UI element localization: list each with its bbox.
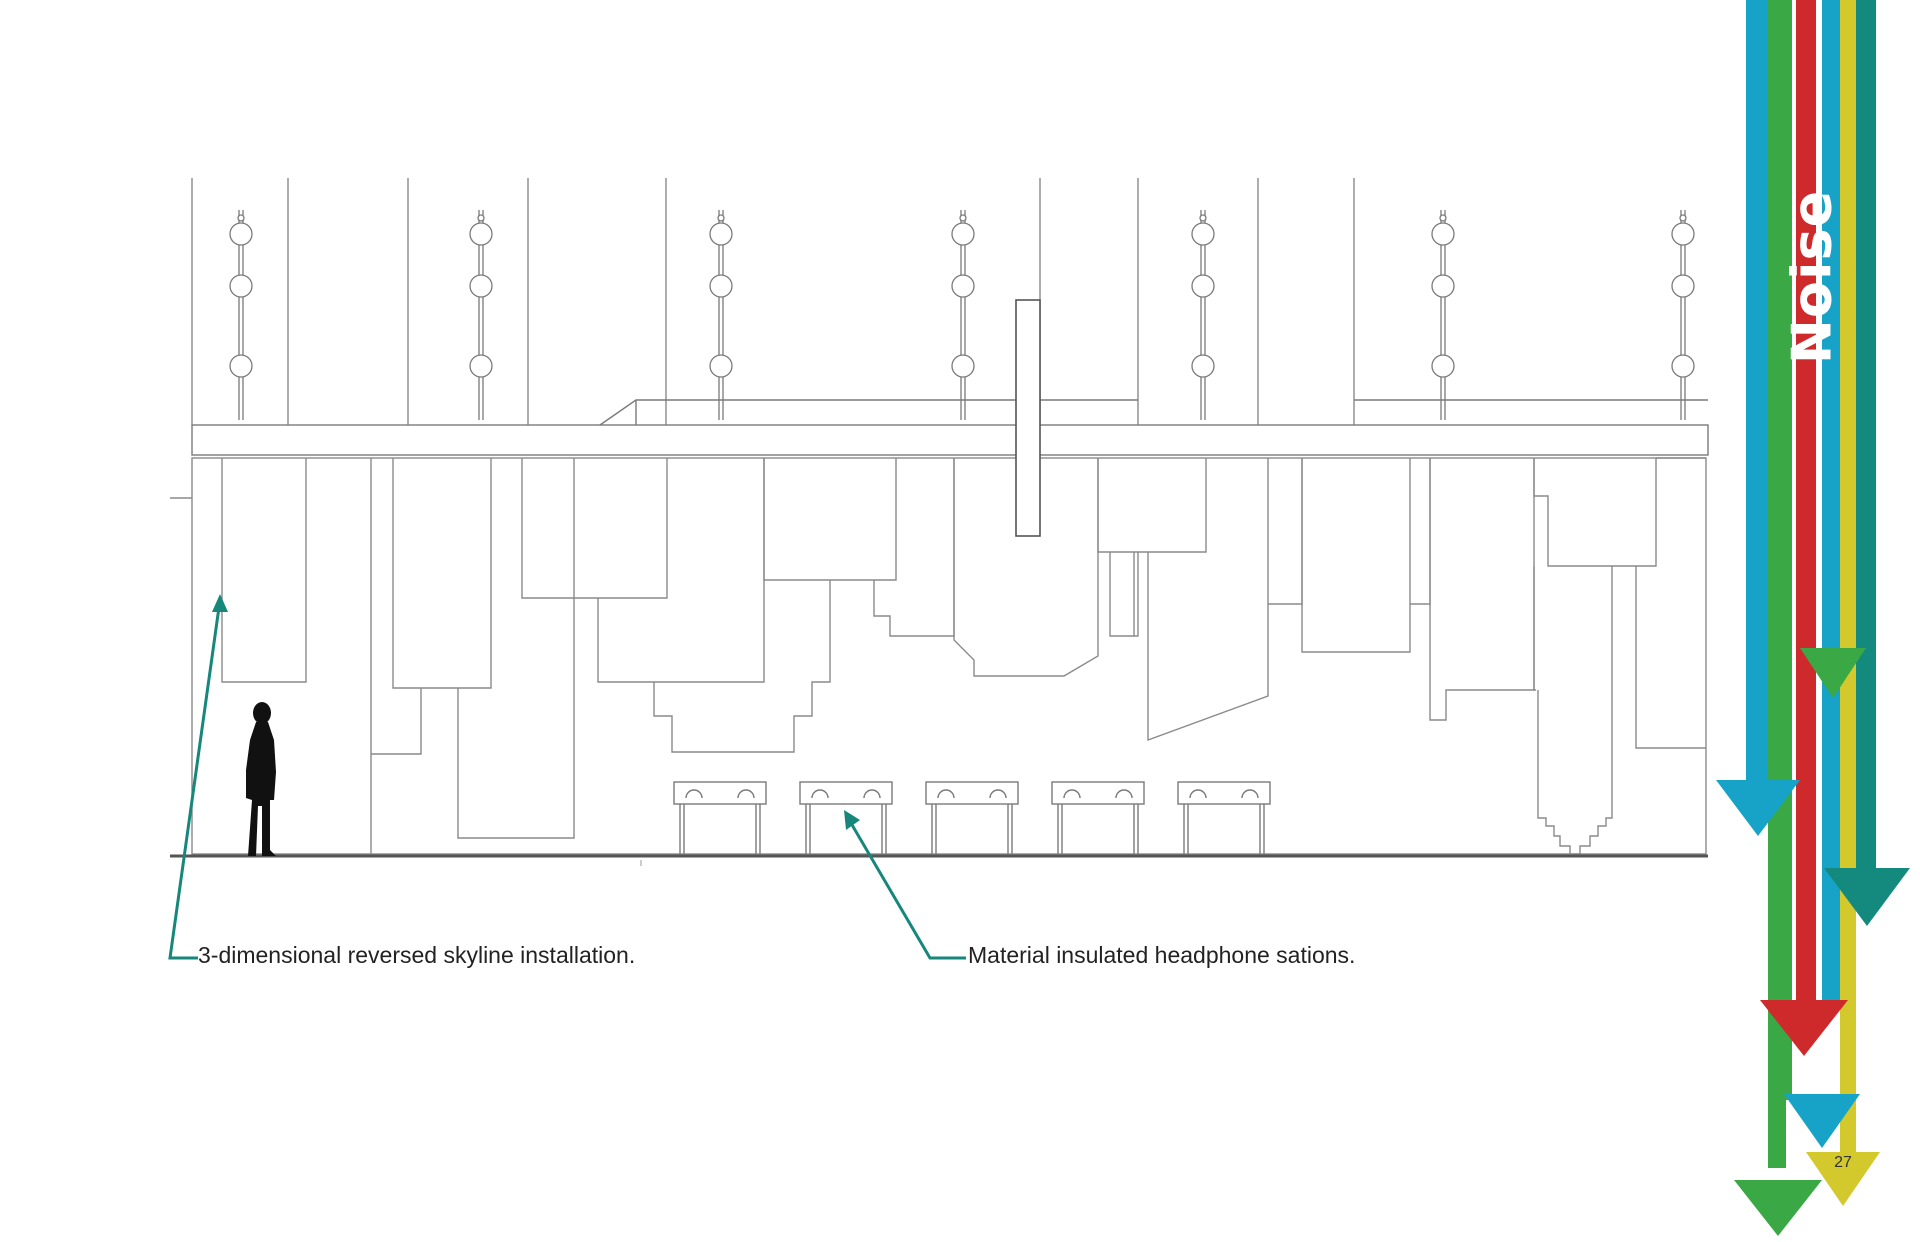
headphone-station: [1177, 781, 1271, 854]
annotation-headphones: Material insulated headphone sations.: [968, 942, 1356, 968]
headphone-station: [673, 781, 767, 854]
headphone-station: [799, 781, 893, 854]
floor-line: [170, 854, 1708, 866]
headphone-station: [1051, 781, 1145, 854]
pendant-light: [469, 210, 493, 420]
pendant-light: [1671, 210, 1695, 420]
headphone-station: [925, 781, 1019, 854]
pendant-light: [229, 210, 253, 420]
leader-headphones: [846, 817, 966, 960]
leader-arrows: [168, 594, 966, 960]
skyline-installation: [170, 457, 1707, 855]
pendant-light: [951, 210, 975, 420]
person-silhouette-icon: [246, 702, 276, 856]
annotation-skyline: 3-dimensional reversed skyline installat…: [198, 942, 636, 968]
pendant-light: [1431, 210, 1455, 420]
ceiling-vertical-lines: [191, 178, 1355, 425]
pendant-lights: [229, 210, 1695, 420]
pendant-light: [709, 210, 733, 420]
suspended-panel: [1015, 299, 1041, 537]
page-number: 27: [1834, 1154, 1852, 1171]
color-stripe-arrows: [1716, 0, 1910, 1236]
ceiling-beam: [191, 399, 1709, 456]
leader-skyline: [168, 599, 222, 960]
headphone-stations: [673, 781, 1271, 854]
pendant-light: [1191, 210, 1215, 420]
section-title: Noise: [1780, 189, 1844, 365]
